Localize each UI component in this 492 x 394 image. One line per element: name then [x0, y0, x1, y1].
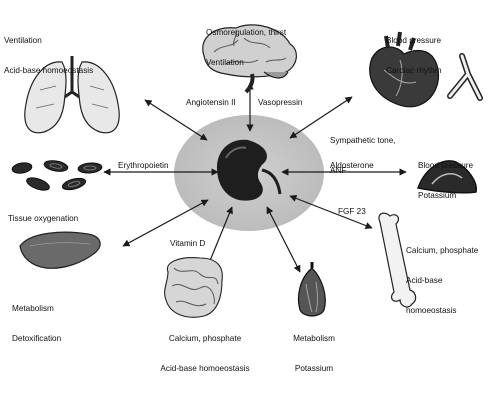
erythropoietin-label: Erythropoietin — [118, 161, 169, 171]
muscle-icon — [299, 262, 326, 316]
muscle-label: Metabolism Potassium — [276, 314, 352, 394]
liver-label: Metabolism Detoxification — [12, 284, 61, 364]
heart-label-line-1: Blood pressure — [386, 36, 442, 46]
muscle-label-line-1: Metabolism — [276, 334, 352, 344]
lungs-label-line-1: Ventilation — [4, 36, 93, 46]
intestine-label-line-2: Acid-base homoeostasis — [140, 364, 270, 374]
heart-label: Blood pressure Cardiac rhythm — [386, 16, 442, 96]
fgf23-label: FGF 23 — [338, 207, 366, 217]
liver-label-line-2: Detoxification — [12, 334, 61, 344]
sympathetic-label-line-1: Sympathetic tone, — [330, 136, 396, 146]
kidney-crosstalk-diagram: Ventilation Acid-base homoeostasis Osmor… — [0, 0, 492, 334]
lungs-label-line-2: Acid-base homoeostasis — [4, 66, 93, 76]
liver-label-line-1: Metabolism — [12, 304, 61, 314]
red-cells-label: Tissue oxygenation — [8, 194, 78, 244]
aldosterone-label: Aldosterone — [330, 161, 374, 171]
angiotensin-label: Angiotensin II — [186, 98, 236, 108]
brain-label-line-1: Osmoregulation, thirst — [206, 28, 286, 38]
adrenal-label-line-2: Potassium — [418, 191, 473, 201]
sympathetic-label: Sympathetic tone, ANF — [330, 116, 396, 196]
adrenal-label-line-1: Blood pressure — [418, 161, 473, 171]
vitamin-d-label: Vitamin D — [170, 239, 205, 249]
heart-label-line-2: Cardiac rhythm — [386, 66, 442, 76]
brain-label: Osmoregulation, thirst Ventilation — [206, 8, 286, 88]
intestine-label-line-1: Calcium, phosphate — [140, 334, 270, 344]
vasopressin-label: Vasopressin — [258, 98, 302, 108]
intestine-label: Calcium, phosphate Acid-base homoeostasi… — [140, 314, 270, 394]
brain-label-line-2: Ventilation — [206, 58, 286, 68]
bone-label-line-3: homoeostasis — [406, 306, 478, 316]
intestine-icon — [165, 258, 223, 318]
bone-label-line-2: Acid-base — [406, 276, 478, 286]
bone-label-line-1: Calcium, phosphate — [406, 246, 478, 256]
adrenal-label: Blood pressure Potassium — [418, 141, 473, 221]
bone-label: Calcium, phosphate Acid-base homoeostasi… — [406, 226, 478, 336]
red-blood-cells-icon — [11, 159, 102, 193]
lungs-label: Ventilation Acid-base homoeostasis — [4, 16, 93, 96]
red-cells-label-line-1: Tissue oxygenation — [8, 214, 78, 224]
muscle-label-line-2: Potassium — [276, 364, 352, 374]
